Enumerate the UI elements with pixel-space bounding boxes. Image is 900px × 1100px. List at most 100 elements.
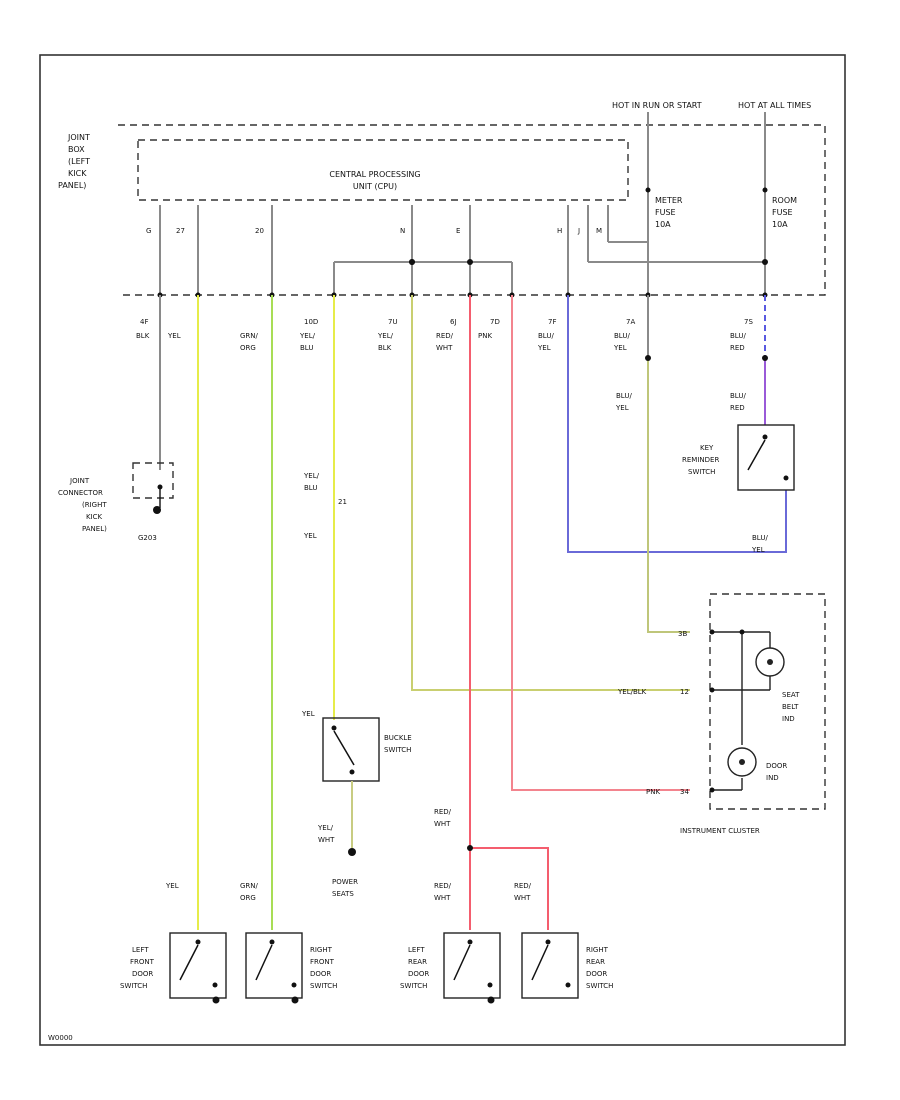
svg-text:ORG: ORG	[240, 344, 256, 352]
svg-text:DOOR: DOOR	[766, 762, 787, 770]
door-indicator-lamp-icon	[727, 747, 757, 777]
svg-text:SWITCH: SWITCH	[120, 982, 147, 990]
svg-text:RED/: RED/	[514, 882, 532, 890]
svg-text:FRONT: FRONT	[130, 958, 155, 966]
svg-text:PNK: PNK	[646, 788, 660, 796]
svg-text:7S: 7S	[744, 318, 753, 326]
svg-text:REAR: REAR	[408, 958, 427, 966]
svg-text:RIGHT: RIGHT	[310, 946, 333, 954]
svg-text:YEL: YEL	[537, 344, 551, 352]
mid-wire-labels: BLU/ YEL BLU/ RED YEL/ BLU 21 YEL BLU/ Y…	[303, 392, 768, 796]
svg-text:IND: IND	[782, 715, 795, 723]
red-splice-label: RED/ WHT	[434, 808, 452, 828]
svg-text:(RIGHT: (RIGHT	[82, 501, 107, 509]
svg-text:RED/: RED/	[434, 882, 452, 890]
diagram-code: W0000	[48, 1034, 73, 1042]
svg-text:N: N	[400, 227, 405, 235]
power-seats-label: POWER SEATS	[332, 878, 358, 898]
svg-text:DOOR: DOOR	[408, 970, 429, 978]
svg-text:20: 20	[255, 227, 264, 235]
svg-text:WHT: WHT	[514, 894, 531, 902]
svg-text:M: M	[596, 227, 602, 235]
svg-text:10A: 10A	[772, 220, 788, 229]
svg-text:7U: 7U	[388, 318, 398, 326]
hot-in-run-label: HOT IN RUN OR START	[612, 101, 702, 110]
svg-text:YEL/: YEL/	[377, 332, 394, 340]
svg-text:BELT: BELT	[782, 703, 799, 711]
cpu-pins: G 27 20 N E H J M	[146, 227, 602, 235]
svg-text:GRN/: GRN/	[240, 332, 259, 340]
svg-text:BLU/: BLU/	[730, 392, 746, 400]
svg-text:6J: 6J	[450, 318, 457, 326]
svg-text:SWITCH: SWITCH	[586, 982, 613, 990]
svg-text:BLK: BLK	[378, 344, 392, 352]
svg-text:FUSE: FUSE	[655, 208, 676, 217]
svg-text:YEL: YEL	[165, 882, 179, 890]
joint-box-outline	[118, 124, 826, 296]
svg-text:G: G	[146, 227, 151, 235]
svg-text:DOOR: DOOR	[310, 970, 331, 978]
svg-text:RED: RED	[730, 344, 745, 352]
circuit-wires	[159, 295, 787, 930]
svg-text:YEL/: YEL/	[317, 824, 334, 832]
svg-text:JOINT: JOINT	[67, 133, 90, 142]
svg-text:BOX: BOX	[68, 145, 85, 154]
svg-text:7F: 7F	[548, 318, 556, 326]
wire-labels-row: 4F BLK YEL GRN/ ORG 10D YEL/ BLU 7U YEL/…	[136, 318, 753, 352]
svg-text:YEL: YEL	[303, 532, 317, 540]
instrument-cluster-caption: INSTRUMENT CLUSTER	[680, 827, 760, 835]
right-rear-door-switch: RIGHT REAR DOOR SWITCH	[521, 932, 613, 999]
svg-text:KEY: KEY	[700, 444, 714, 452]
svg-text:WHT: WHT	[318, 836, 335, 844]
buckle-switch-label: BUCKLE SWITCH	[384, 734, 412, 754]
instrument-cluster-box	[709, 593, 826, 810]
svg-text:10D: 10D	[304, 318, 318, 326]
svg-text:YEL/BLK: YEL/BLK	[617, 688, 647, 696]
svg-text:(LEFT: (LEFT	[68, 157, 90, 166]
key-reminder-switch-box	[737, 424, 795, 491]
svg-text:RED/: RED/	[436, 332, 454, 340]
seat-belt-ind-label: SEAT BELT IND	[782, 691, 800, 723]
left-rear-door-switch: LEFT REAR DOOR SWITCH	[400, 932, 501, 1004]
svg-text:SWITCH: SWITCH	[400, 982, 427, 990]
svg-text:SWITCH: SWITCH	[384, 746, 411, 754]
door-ind-label: DOOR IND	[766, 762, 787, 782]
svg-text:BLU: BLU	[300, 344, 313, 352]
ground-g203-icon	[153, 506, 161, 514]
svg-text:GRN/: GRN/	[240, 882, 259, 890]
buckle-wire-top-label: YEL	[301, 710, 315, 718]
svg-text:YEL: YEL	[613, 344, 627, 352]
svg-text:BLK: BLK	[136, 332, 150, 340]
door-switch-wire-labels: YEL GRN/ ORG RED/ WHT RED/ WHT	[165, 882, 532, 902]
key-reminder-label: KEY REMINDER SWITCH	[682, 444, 719, 476]
svg-text:WHT: WHT	[436, 344, 453, 352]
seat-belt-indicator-lamp-icon	[755, 647, 785, 677]
svg-text:J: J	[577, 227, 580, 235]
svg-text:KICK: KICK	[86, 513, 103, 521]
svg-text:4F: 4F	[140, 318, 148, 326]
svg-text:SWITCH: SWITCH	[310, 982, 337, 990]
svg-text:RED: RED	[730, 404, 745, 412]
svg-text:G203: G203	[138, 534, 157, 542]
svg-text:ROOM: ROOM	[772, 196, 797, 205]
svg-text:ORG: ORG	[240, 894, 256, 902]
room-fuse: ROOM FUSE 10A	[772, 196, 797, 229]
svg-text:YEL: YEL	[751, 546, 765, 554]
joint-box-label: JOINT BOX (LEFT KICK PANEL)	[58, 133, 90, 190]
joint-connector-box	[132, 462, 174, 499]
svg-text:YEL/: YEL/	[299, 332, 316, 340]
svg-text:BLU/: BLU/	[752, 534, 768, 542]
svg-text:REMINDER: REMINDER	[682, 456, 719, 464]
svg-text:REAR: REAR	[586, 958, 605, 966]
svg-text:RED/: RED/	[434, 808, 452, 816]
wire-dots	[409, 259, 768, 851]
svg-text:BLU: BLU	[304, 484, 317, 492]
svg-text:LEFT: LEFT	[408, 946, 425, 954]
svg-text:YEL: YEL	[167, 332, 181, 340]
meter-fuse: METER FUSE 10A	[655, 196, 683, 229]
svg-text:BLU/: BLU/	[538, 332, 554, 340]
svg-text:34: 34	[680, 788, 689, 796]
svg-text:YEL/: YEL/	[303, 472, 320, 480]
cpu-label-line1: CENTRAL PROCESSING	[329, 170, 420, 179]
